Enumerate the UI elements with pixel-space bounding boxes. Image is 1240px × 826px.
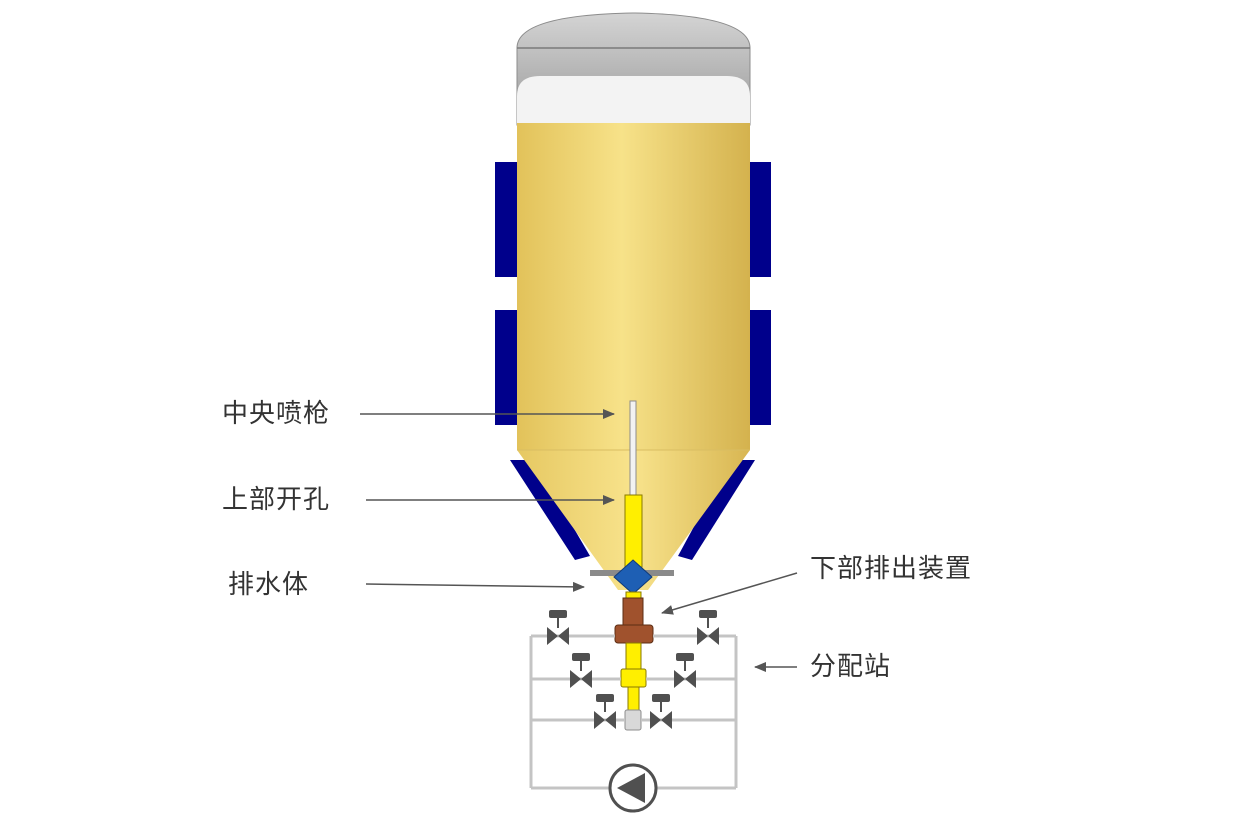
upper-opening-tube [624, 494, 643, 568]
valves [547, 610, 719, 729]
valve-icon [547, 610, 569, 645]
leader-lines [360, 409, 798, 672]
gray-end-fitting [624, 709, 642, 731]
jacket-left-upper [495, 162, 519, 277]
valve-icon [594, 694, 616, 729]
lower-discharge-body [622, 597, 644, 627]
discharge-pipe-fitting [620, 668, 647, 688]
jacket-left-lower [495, 310, 519, 425]
label-distribution-station: 分配站 [810, 652, 892, 682]
label-drain-body: 排水体 [228, 570, 310, 600]
valve-icon [570, 653, 592, 688]
label-upper-opening: 上部开孔 [222, 485, 331, 515]
arrow-icon [661, 572, 798, 615]
valve-icon [674, 653, 696, 688]
central-lance [629, 400, 637, 498]
discharge-pipe-lower [627, 686, 640, 712]
valve-icon [650, 694, 672, 729]
label-lower-discharge: 下部排出装置 [810, 554, 973, 584]
valve-icon [697, 610, 719, 645]
tank-body [517, 123, 750, 450]
jacket-cone-left [510, 460, 590, 560]
lower-discharge-collar [614, 624, 654, 644]
discharge-pipe [625, 642, 642, 672]
tank-dome [516, 12, 751, 126]
jacket-cone-right [678, 460, 755, 560]
arrow-icon [365, 581, 585, 592]
heating-jackets [495, 162, 771, 560]
jacket-right-lower [747, 310, 771, 425]
label-central-lance: 中央喷枪 [222, 399, 331, 429]
jacket-right-upper [747, 162, 771, 277]
pump-icon [608, 763, 658, 813]
